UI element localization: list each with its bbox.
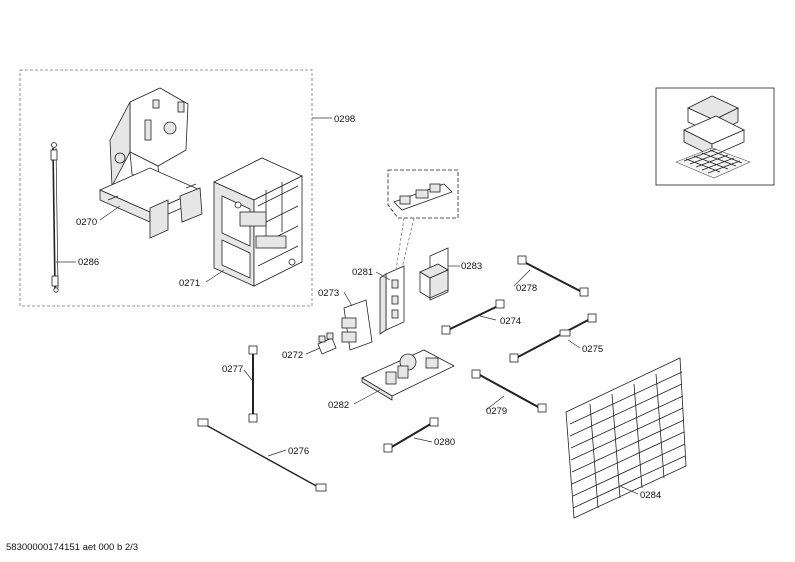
part-0281-detail-inset [387, 169, 459, 271]
part-0273-relay-board [341, 299, 373, 351]
part-0284-grille-panel [565, 357, 687, 519]
part-0271-housing [213, 157, 303, 287]
part-0274-cable [441, 299, 505, 335]
assembly-0298-group-box [19, 69, 313, 307]
part-0282-main-board [361, 349, 455, 401]
label-0282: 0282 [328, 400, 349, 411]
part-0276-wire [197, 418, 327, 492]
label-0281: 0281 [352, 267, 373, 278]
document-footer-code: 58300000174151 aet 000 b 2/3 [6, 542, 139, 553]
label-0275: 0275 [582, 344, 603, 355]
label-0273: 0273 [318, 288, 339, 299]
label-0286: 0286 [78, 257, 99, 268]
label-0280: 0280 [434, 437, 455, 448]
label-0283: 0283 [461, 261, 482, 272]
overview-inset [655, 87, 775, 186]
part-0277-cable [248, 345, 258, 423]
label-0276: 0276 [288, 446, 309, 457]
label-0279: 0279 [486, 406, 507, 417]
part-0281-board [379, 265, 405, 335]
label-0274: 0274 [500, 316, 521, 327]
part-0279-cable [471, 369, 547, 413]
label-0298: 0298 [334, 114, 355, 125]
part-0286-wire [50, 142, 59, 293]
label-0270: 0270 [76, 217, 97, 228]
leader-lines [56, 205, 639, 495]
label-0278: 0278 [516, 283, 537, 294]
part-0283-transformer [419, 247, 449, 301]
part-0280-cable [383, 417, 439, 453]
part-0270-bracket [99, 87, 203, 239]
label-0271: 0271 [179, 278, 200, 289]
label-0277: 0277 [222, 364, 243, 375]
label-0284: 0284 [640, 490, 661, 501]
part-0278-cable [517, 255, 589, 297]
part-0272-connector [317, 332, 337, 355]
label-0272: 0272 [282, 350, 303, 361]
part-0275-cable [509, 313, 597, 363]
